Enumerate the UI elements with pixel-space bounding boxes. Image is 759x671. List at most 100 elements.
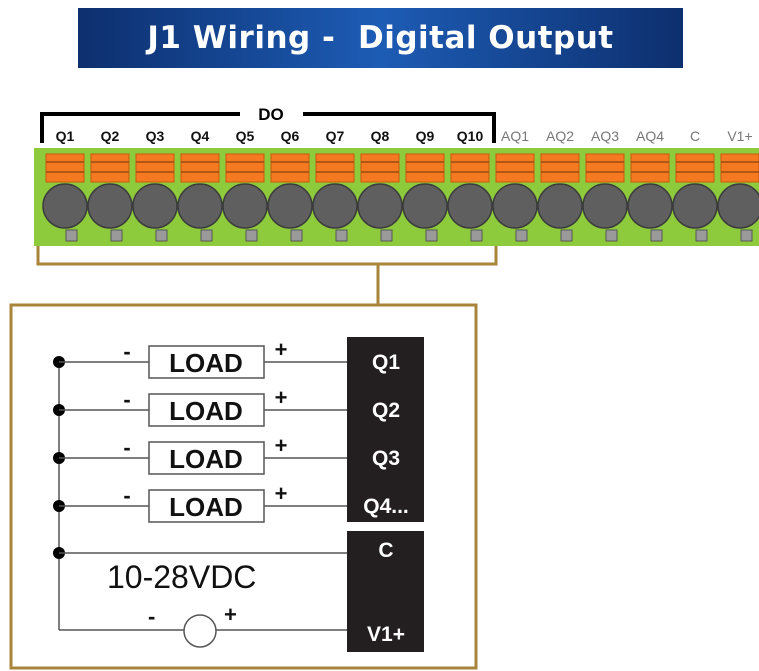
- terminal-label: AQ1: [501, 128, 529, 144]
- output-terminal-label: Q3: [372, 447, 400, 470]
- test-point: [200, 229, 213, 242]
- load-neg-sign: -: [123, 435, 130, 460]
- terminal-aq2: AQ2: [537, 128, 583, 242]
- terminal-v1-plus: V1+: [717, 128, 759, 242]
- terminal-label: Q10: [457, 128, 484, 144]
- terminal-label: Q7: [326, 128, 345, 144]
- wire-entry-hole: [177, 183, 223, 229]
- terminal-lever[interactable]: [495, 153, 535, 183]
- terminal-lever[interactable]: [540, 153, 580, 183]
- wire-entry-hole: [42, 183, 88, 229]
- terminal-lever[interactable]: [405, 153, 445, 183]
- page-title: J1 Wiring - Digital Output: [147, 20, 614, 56]
- test-point: [695, 229, 708, 242]
- load-pos-sign: +: [275, 433, 288, 458]
- power-source-symbol: [183, 614, 217, 648]
- terminal-lever[interactable]: [450, 153, 490, 183]
- load-neg-sign: -: [123, 387, 130, 412]
- test-point: [425, 229, 438, 242]
- wire-entry-hole: [132, 183, 178, 229]
- terminal-lever[interactable]: [225, 153, 265, 183]
- v1-terminal-label: V1+: [367, 623, 405, 646]
- terminal-q8: Q8: [357, 128, 403, 242]
- terminal-lever[interactable]: [585, 153, 625, 183]
- common-terminal-label: C: [378, 539, 393, 562]
- terminal-lever[interactable]: [180, 153, 220, 183]
- supply-neg-sign: -: [148, 604, 155, 629]
- terminal-q2: Q2: [87, 128, 133, 242]
- terminal-label: Q4: [191, 128, 210, 144]
- terminal-q9: Q9: [402, 128, 448, 242]
- load-box: [148, 345, 265, 379]
- load-box: [148, 489, 265, 523]
- test-point: [110, 229, 123, 242]
- load-label: LOAD: [169, 444, 243, 474]
- wire-entry-hole: [537, 183, 583, 229]
- wire-entry-hole: [357, 183, 403, 229]
- terminal-lever[interactable]: [90, 153, 130, 183]
- test-point: [380, 229, 393, 242]
- terminal-lever[interactable]: [630, 153, 670, 183]
- terminal-label: Q3: [146, 128, 165, 144]
- output-terminal-label: Q4...: [363, 495, 409, 518]
- test-point: [245, 229, 258, 242]
- terminal-q4: Q4: [177, 128, 223, 242]
- wire-entry-hole: [402, 183, 448, 229]
- load-box: [148, 393, 265, 427]
- test-point: [650, 229, 663, 242]
- wire-entry-hole: [267, 183, 313, 229]
- terminal-label: Q1: [56, 128, 75, 144]
- terminal-lever[interactable]: [720, 153, 759, 183]
- terminal-lever[interactable]: [45, 153, 85, 183]
- terminal-q6: Q6: [267, 128, 313, 242]
- load-label: LOAD: [169, 348, 243, 378]
- wire-entry-hole: [717, 183, 759, 229]
- test-point: [470, 229, 483, 242]
- load-neg-sign: -: [123, 483, 130, 508]
- terminal-lever[interactable]: [135, 153, 175, 183]
- common-terminal-block: [347, 531, 424, 652]
- terminal-label: AQ3: [591, 128, 619, 144]
- title-banner: J1 Wiring - Digital Output: [78, 8, 683, 68]
- load-circuit: LOAD - + Q3: [53, 433, 400, 475]
- terminal-aq1: AQ1: [492, 128, 538, 242]
- terminal-q5: Q5: [222, 128, 268, 242]
- load-circuit: LOAD-+Q2: [53, 385, 400, 427]
- terminal-lever[interactable]: [270, 153, 310, 183]
- terminal-label: AQ4: [636, 128, 664, 144]
- load-box: [148, 441, 265, 475]
- do-bracket: DO: [40, 105, 496, 143]
- load-pos-sign: +: [275, 481, 288, 506]
- load-neg-sign: -: [123, 339, 130, 364]
- terminal-lever[interactable]: [315, 153, 355, 183]
- wire-entry-hole: [627, 183, 673, 229]
- terminal-q1: Q1: [42, 128, 88, 242]
- terminal-aq3: AQ3: [582, 128, 628, 242]
- terminal-label: C: [690, 128, 700, 144]
- terminal-lever[interactable]: [675, 153, 715, 183]
- test-point: [560, 229, 573, 242]
- terminal-label: AQ2: [546, 128, 574, 144]
- test-point: [605, 229, 618, 242]
- wire-entry-hole: [492, 183, 538, 229]
- wire-entry-hole: [672, 183, 718, 229]
- test-point: [155, 229, 168, 242]
- wire-entry-hole: [582, 183, 628, 229]
- load-pos-sign: +: [275, 337, 288, 362]
- output-terminal-label: Q2: [372, 399, 400, 422]
- terminal-q7: Q7: [312, 128, 358, 242]
- detail-connector: [36, 246, 498, 305]
- terminal-lever[interactable]: [360, 153, 400, 183]
- supply-pos-sign: +: [224, 602, 237, 627]
- terminal-c: C: [672, 128, 718, 242]
- wire-entry-hole: [222, 183, 268, 229]
- test-point: [515, 229, 528, 242]
- test-point: [290, 229, 303, 242]
- terminal-label: Q6: [281, 128, 300, 144]
- terminal-q3: Q3: [132, 128, 178, 242]
- wire-entry-hole: [312, 183, 358, 229]
- terminal-label: Q2: [101, 128, 120, 144]
- supply-circuit: 10-28VDC - + C V1+: [53, 539, 405, 648]
- terminal-label: Q5: [236, 128, 255, 144]
